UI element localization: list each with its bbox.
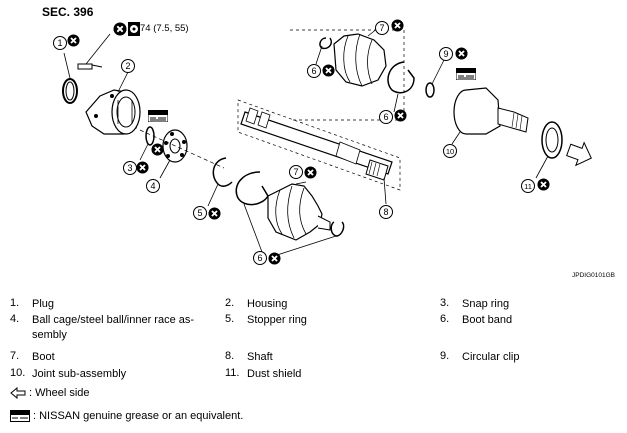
boot-band-lower-part bbox=[235, 171, 269, 206]
torque-wrench-icon bbox=[128, 22, 140, 36]
figure-id: JPDIG0101GB bbox=[572, 272, 615, 279]
replace-icon-11 bbox=[537, 178, 550, 191]
callout-number: 4 bbox=[150, 181, 155, 191]
callout-6: 6 bbox=[307, 64, 321, 78]
callout-number: 11 bbox=[524, 182, 532, 191]
legend-text: Plug bbox=[32, 298, 55, 310]
section-label: SEC. 396 bbox=[42, 5, 94, 19]
callout-9: 9 bbox=[439, 47, 453, 61]
grease-note-text: : NISSAN genuine grease or an equivalent… bbox=[33, 410, 244, 422]
boot-band-small-upper-part bbox=[319, 37, 333, 50]
callout-5: 5 bbox=[193, 206, 207, 220]
legend-number: 6. bbox=[440, 313, 450, 325]
legend-number: 5. bbox=[225, 313, 235, 325]
legend-number: 8. bbox=[225, 350, 235, 362]
parts-drawing: 1 2 3 4 5 6 6 6 7 7 8 9 10 11 bbox=[53, 19, 592, 265]
boot-upper-part bbox=[333, 33, 387, 87]
legend-number: 10. bbox=[10, 367, 26, 379]
callout-3: 3 bbox=[123, 161, 137, 175]
legend-text: Stopper ring bbox=[247, 314, 307, 326]
callout-4: 4 bbox=[146, 179, 160, 193]
legend-text: Ball cage/steel ball/inner race as- bbox=[32, 314, 195, 326]
legend-text: Dust shield bbox=[247, 368, 302, 380]
wheel-side-arrow-icon bbox=[566, 141, 592, 167]
grease-note: : NISSAN genuine grease or an equivalent… bbox=[10, 410, 243, 422]
replace-icon-9 bbox=[455, 47, 468, 60]
callout-number: 6 bbox=[257, 253, 262, 263]
replace-icon-1 bbox=[67, 34, 80, 47]
callout-number: 7 bbox=[293, 167, 298, 177]
replace-icon-5 bbox=[208, 207, 221, 220]
callout-number: 8 bbox=[383, 207, 388, 217]
housing-part bbox=[85, 89, 141, 135]
circular-clip-part bbox=[425, 82, 435, 98]
dust-shield-part bbox=[541, 121, 563, 159]
replace-icon-4 bbox=[151, 143, 164, 156]
callout-number: 6 bbox=[311, 66, 316, 76]
shaft-part bbox=[240, 107, 393, 181]
bolt-part bbox=[77, 63, 103, 70]
callout-number: 7 bbox=[379, 23, 384, 33]
torque-spec: 74 (7.5, 55) bbox=[140, 23, 189, 34]
replace-icon-6b bbox=[322, 64, 335, 77]
stopper-ring-part bbox=[212, 157, 233, 187]
callout-group: 1 2 3 4 5 6 6 6 7 7 8 9 10 11 bbox=[53, 21, 535, 265]
joint-sub-assembly-part bbox=[453, 87, 529, 135]
callout-2: 2 bbox=[121, 59, 135, 73]
boot-lower-part bbox=[267, 183, 331, 241]
callout-number: 5 bbox=[197, 208, 202, 218]
boot-band-small-lower-part bbox=[330, 221, 345, 237]
legend-text: Snap ring bbox=[462, 298, 510, 310]
legend-number: 2. bbox=[225, 297, 235, 309]
legend-number: 11. bbox=[225, 367, 240, 379]
replace-icon bbox=[113, 22, 127, 36]
wheel-side-note: : Wheel side bbox=[10, 387, 90, 399]
callout-8: 8 bbox=[379, 205, 393, 219]
boot-band-upper-part bbox=[387, 61, 415, 94]
replace-icon-6a bbox=[268, 252, 281, 265]
replace-icon-7a bbox=[391, 19, 404, 32]
legend-number: 1. bbox=[10, 297, 20, 309]
callout-7: 7 bbox=[375, 21, 389, 35]
legend-text: sembly bbox=[32, 329, 67, 341]
legend-number: 4. bbox=[10, 313, 20, 325]
callout-number: 2 bbox=[125, 61, 130, 71]
legend-text: Housing bbox=[247, 298, 288, 310]
callout-11: 11 bbox=[521, 179, 535, 193]
legend-number: 9. bbox=[440, 350, 450, 362]
legend-text: Circular clip bbox=[462, 351, 520, 363]
replace-icon-3 bbox=[136, 161, 149, 174]
legend-text: Shaft bbox=[247, 351, 273, 363]
callout-7: 7 bbox=[289, 165, 303, 179]
callout-10: 10 bbox=[443, 144, 457, 158]
callout-1: 1 bbox=[53, 36, 67, 50]
callout-number: 10 bbox=[446, 147, 454, 156]
grease-icon bbox=[148, 110, 168, 122]
grease-icon-2 bbox=[456, 68, 476, 80]
legend-text: Boot bbox=[32, 351, 55, 363]
callout-number: 6 bbox=[383, 112, 388, 122]
callout-6: 6 bbox=[379, 110, 393, 124]
legend-number: 3. bbox=[440, 297, 450, 309]
wheel-side-text: : Wheel side bbox=[29, 387, 90, 399]
callout-number: 3 bbox=[127, 163, 132, 173]
plug-part bbox=[62, 78, 78, 104]
callout-number: 1 bbox=[57, 38, 62, 48]
callout-number: 9 bbox=[443, 49, 448, 59]
legend-number: 7. bbox=[10, 350, 20, 362]
replace-icon-7b bbox=[304, 166, 317, 179]
legend-text: Boot band bbox=[462, 314, 513, 326]
callout-6: 6 bbox=[253, 251, 267, 265]
legend-text: Joint sub-assembly bbox=[32, 368, 127, 380]
replace-icon-6c bbox=[394, 109, 407, 122]
grease-icon-small bbox=[10, 410, 30, 422]
wheel-side-arrow-small-icon bbox=[10, 387, 26, 399]
